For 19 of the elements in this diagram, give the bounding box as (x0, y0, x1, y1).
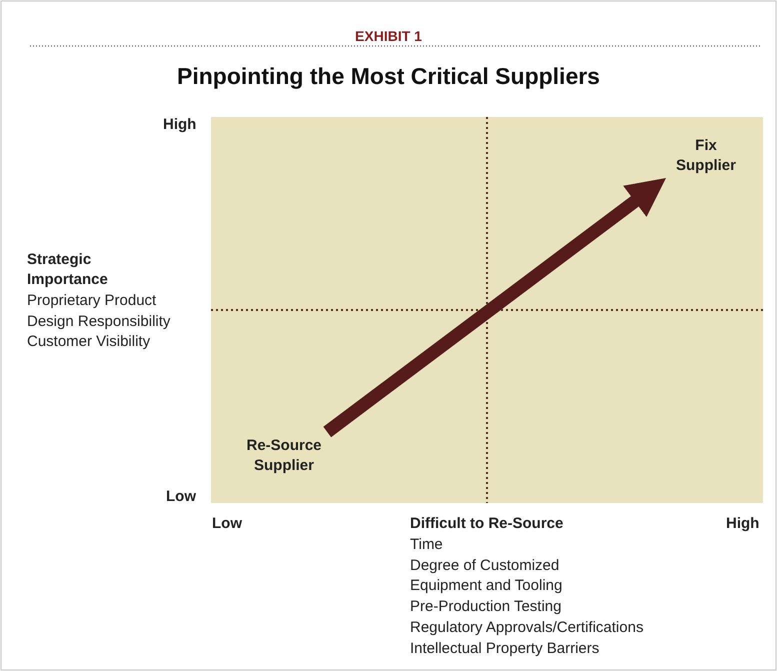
exhibit-label: EXHIBIT 1 (354, 27, 423, 46)
axis-note: Customer Visibility (27, 332, 150, 352)
axis-label: High (726, 514, 760, 534)
axis-note: Intellectual Property Barriers (410, 639, 600, 659)
axis-note: Degree of Customized Equipment and Tooling (410, 556, 564, 596)
axis-label: Low (166, 487, 196, 507)
axis-label: High (163, 115, 196, 135)
axis-label: Low (212, 514, 242, 534)
quadrant-label: Fix Supplier (664, 136, 748, 176)
axis-title: Difficult to Re-Source (410, 514, 564, 534)
axis-note: Pre-Production Testing (410, 597, 562, 617)
arrow (323, 178, 666, 438)
axis-note: Regulatory Approvals/Certifications (410, 618, 644, 638)
axis-note: Design Responsibility (27, 312, 170, 332)
chart-title: Pinpointing the Most Critical Suppliers (176, 62, 601, 91)
axis-note: Time (410, 535, 443, 555)
axis-note: Proprietary Product (27, 291, 156, 311)
axis-title: Strategic Importance (27, 250, 109, 290)
quadrant-label: Re-Source Supplier (236, 436, 332, 476)
